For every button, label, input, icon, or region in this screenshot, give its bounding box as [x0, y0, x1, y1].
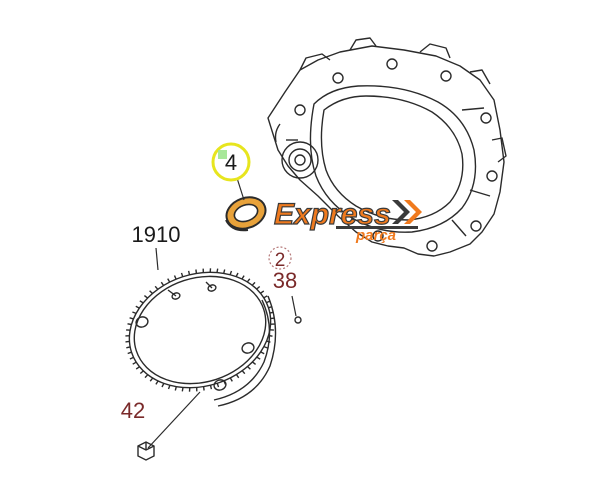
gear-tooth: [154, 285, 159, 290]
callout-4: 4: [211, 142, 251, 182]
gear-tooth: [256, 356, 261, 360]
callout-4-label: 4: [225, 150, 237, 175]
leader-line-4: [236, 177, 245, 201]
gear-tooth: [139, 300, 144, 304]
gear-tooth: [127, 351, 132, 355]
oil-seal: [225, 196, 267, 232]
gear-tooth: [195, 269, 198, 274]
gear-tooth: [247, 365, 251, 370]
callout-38-label: 38: [273, 268, 297, 293]
gear-tooth: [260, 351, 265, 355]
callout-highlight-ring: [211, 142, 251, 182]
gear-tooth: [263, 295, 268, 299]
gear-tooth: [174, 386, 177, 391]
gear-tooth: [132, 361, 137, 365]
leader-line-1910: [155, 247, 159, 271]
gear-tooth: [216, 383, 220, 388]
gear-tooth: [160, 281, 165, 286]
gear-tooth: [180, 272, 184, 277]
gear-tooth: [149, 290, 153, 295]
gear-tooth: [229, 270, 233, 275]
flywheel-bolt: [137, 441, 155, 461]
gear-tooth: [167, 385, 171, 390]
gear-tooth: [129, 356, 134, 360]
gear-tooth: [235, 374, 240, 379]
gear-tooth: [251, 361, 257, 365]
brand-main-text: Express: [274, 198, 391, 231]
gear-tooth: [139, 370, 144, 375]
gear-tooth: [144, 374, 149, 379]
callout-42-label: 42: [121, 398, 145, 423]
gear-tooth: [173, 275, 177, 280]
dowel-pin: [294, 316, 302, 324]
gear-tooth: [167, 278, 171, 283]
chevron-arrows-icon: [392, 200, 422, 224]
gear-tooth: [143, 295, 149, 299]
gear-tooth: [129, 317, 134, 320]
gear-tooth: [235, 272, 239, 277]
gear-tooth: [125, 340, 130, 343]
ring-gear-teeth: [125, 268, 275, 392]
brand-watermark: Express parça: [273, 197, 422, 244]
flywheel: [125, 268, 277, 407]
gear-tooth: [135, 366, 140, 370]
leader-line-38: [291, 295, 297, 317]
gear-tooth: [246, 278, 251, 283]
gear-tooth: [161, 383, 165, 388]
gear-tooth: [256, 285, 261, 290]
gear-tooth: [202, 386, 205, 391]
gear-tooth: [155, 380, 159, 385]
callout-2-label: 2: [275, 250, 286, 271]
leader-line-42: [147, 391, 201, 449]
gear-tooth: [127, 323, 132, 326]
gear-tooth: [241, 370, 246, 375]
callout-1910-label: 1910: [132, 222, 181, 247]
gear-tooth: [187, 270, 191, 275]
transmission-housing: [267, 37, 507, 257]
gear-tooth: [260, 290, 265, 294]
callout-2-38: 2 38: [268, 246, 297, 293]
gear-tooth: [209, 385, 213, 390]
gear-tooth: [135, 305, 140, 309]
gear-tooth: [229, 377, 233, 382]
gear-tooth: [126, 346, 131, 349]
gear-tooth: [181, 387, 184, 392]
gear-tooth: [251, 281, 256, 286]
gear-tooth: [132, 311, 137, 315]
gear-tooth: [241, 275, 245, 280]
gear-tooth: [223, 269, 226, 274]
gear-tooth: [149, 377, 154, 382]
gear-tooth: [263, 345, 268, 349]
brand-sub-text: parça: [355, 227, 396, 244]
gear-tooth: [216, 268, 219, 273]
